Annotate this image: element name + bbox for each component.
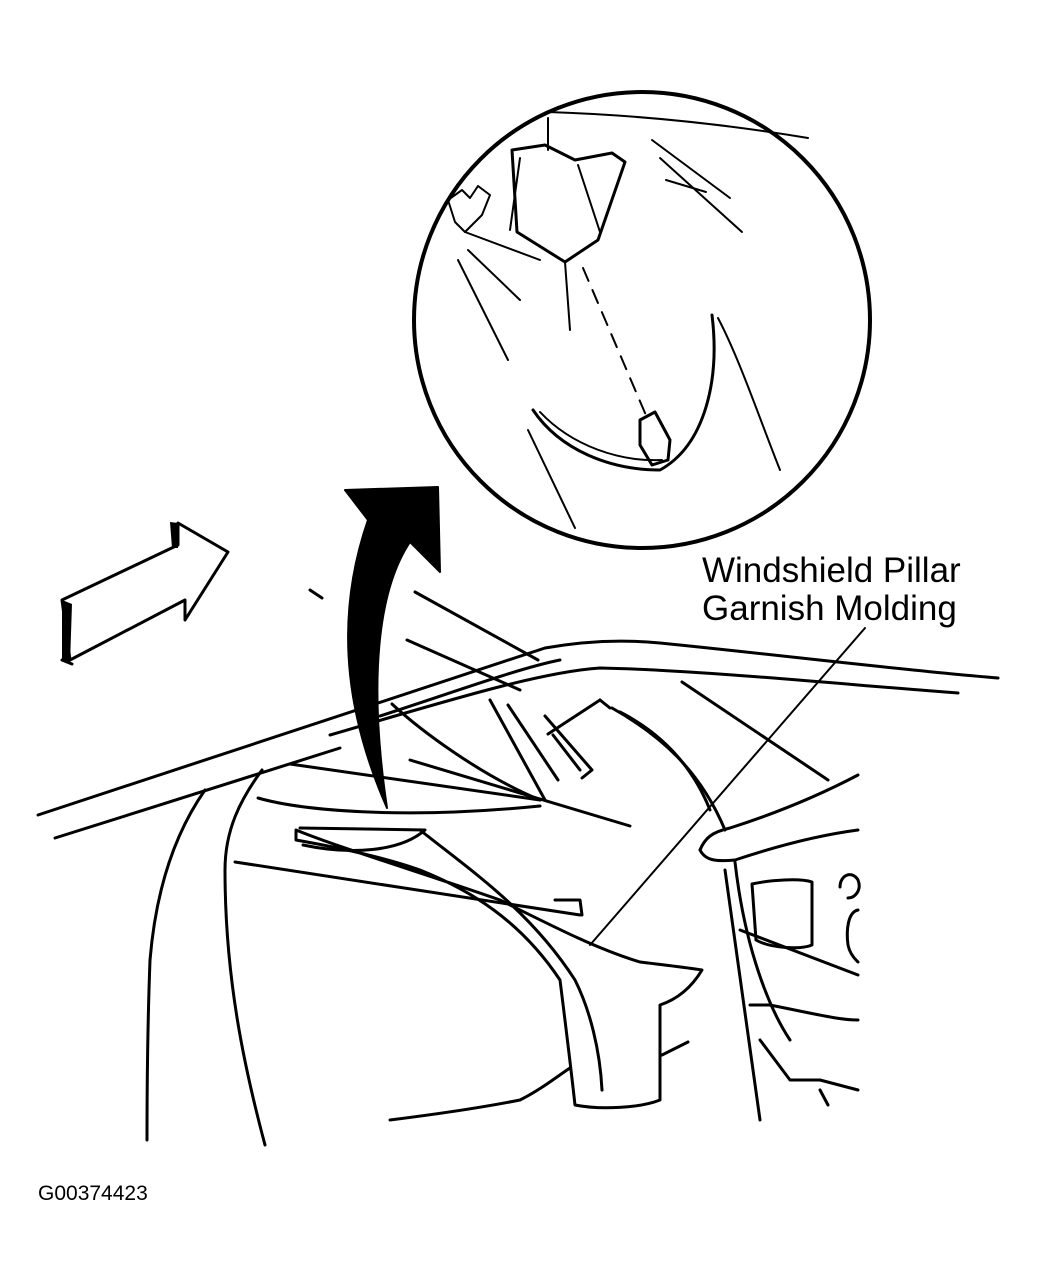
roof-rail-lines bbox=[36, 588, 1000, 840]
direction-arrow-right-icon bbox=[60, 521, 230, 666]
detail-circle-icon bbox=[412, 90, 872, 550]
curved-arrow-up-icon bbox=[344, 486, 441, 809]
callout-leader-line bbox=[589, 627, 866, 946]
figure-id: G00374423 bbox=[38, 1182, 148, 1205]
windshield-interior-lines bbox=[256, 680, 830, 828]
callout-label-line2: Garnish Molding bbox=[702, 589, 957, 628]
door-frame-lines bbox=[145, 768, 690, 1147]
callout-label-line1: Windshield Pillar bbox=[702, 551, 961, 590]
instrument-panel bbox=[698, 773, 861, 1122]
